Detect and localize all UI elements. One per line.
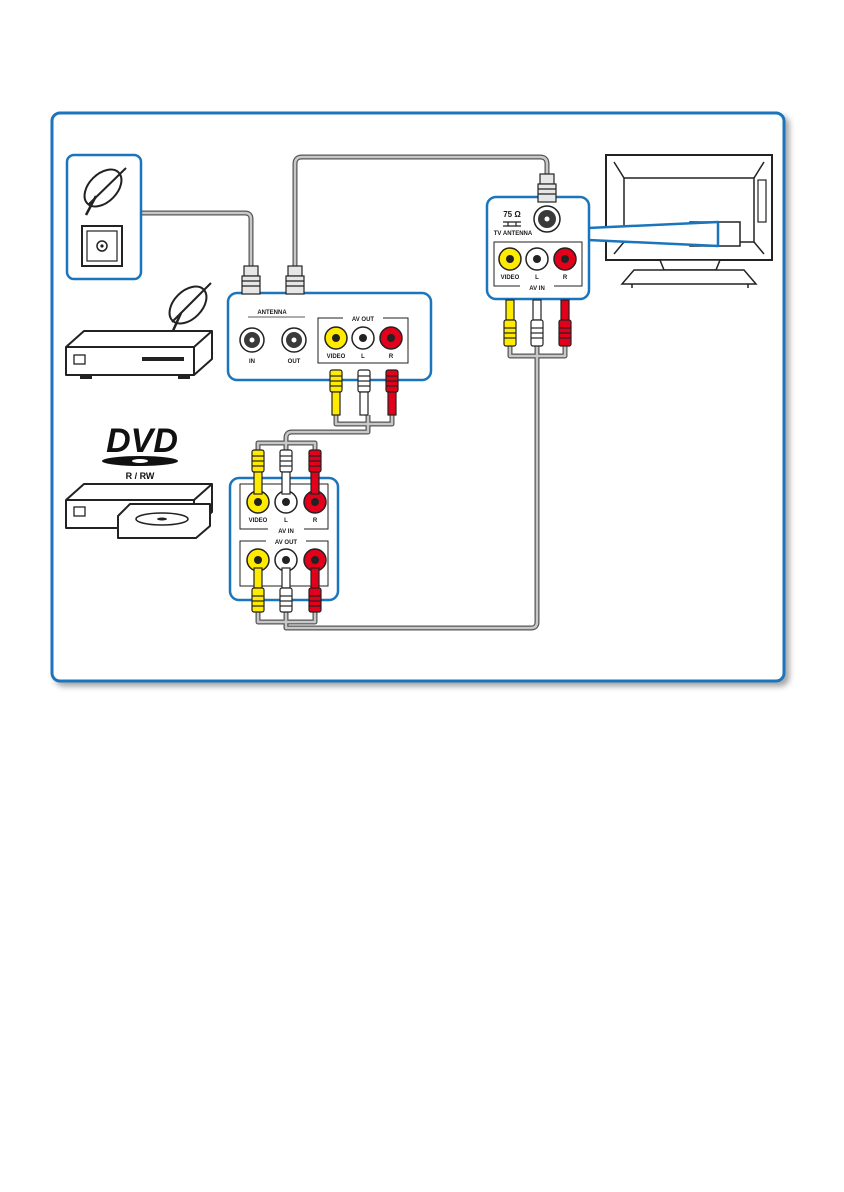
rca-plug-right — [386, 370, 398, 415]
sat-video-label: VIDEO — [327, 354, 346, 360]
tv-right-label: R — [563, 275, 568, 281]
rca-plug-tv-right — [559, 300, 571, 346]
dvd-logo-subtitle: R / RW — [126, 471, 155, 481]
antenna-wall-socket-icon — [82, 226, 122, 266]
rca-plug-dvd-out-left — [280, 568, 292, 612]
rca-plug-dvd-out-video — [252, 568, 264, 612]
sat-av-out-label: AV OUT — [352, 317, 375, 323]
dvd-in-right-label: R — [313, 518, 318, 524]
coax-plug-tv — [538, 174, 556, 202]
tv-impedance-label: 75 Ω — [503, 210, 521, 219]
dvd-in-left-label: L — [284, 518, 288, 524]
antenna-label: ANTENNA — [257, 310, 287, 316]
coax-plug-out — [286, 266, 304, 294]
dvd-av-in-label: AV IN — [278, 529, 294, 535]
rca-plug-left — [358, 370, 370, 415]
tv-panel: 75 Ω TV ANTENNA VIDEO L R AV IN — [487, 197, 589, 299]
rca-plug-dvd-out-right — [309, 568, 321, 612]
tv-antenna-label: TV ANTENNA — [494, 231, 533, 237]
dvd-av-out-label: AV OUT — [275, 540, 298, 546]
tv-left-label: L — [535, 275, 539, 281]
rca-plug-dvd-in-left — [280, 450, 292, 494]
rca-plug-dvd-in-right — [309, 450, 321, 494]
tv-av-in-label: AV IN — [529, 286, 545, 292]
dvd-in-video-label: VIDEO — [249, 518, 268, 524]
tv-video-label: VIDEO — [501, 275, 520, 281]
antenna-source — [67, 155, 141, 279]
antenna-in-label: IN — [249, 359, 255, 365]
rca-plug-video — [330, 370, 342, 415]
satellite-box-panel: ANTENNA IN OUT AV OUT VIDEO L R — [228, 293, 431, 380]
av-out-port-group: AV OUT VIDEO L R — [318, 314, 408, 363]
rca-plug-tv-left — [531, 300, 543, 346]
tv-av-in-group: VIDEO L R AV IN — [494, 242, 582, 292]
rca-plug-tv-video — [504, 300, 516, 346]
sat-right-label: R — [389, 354, 394, 360]
coax-plug-in — [242, 266, 260, 294]
rca-plug-dvd-in-video — [252, 450, 264, 494]
antenna-out-label: OUT — [288, 359, 301, 365]
dvd-logo-text: DVD — [106, 422, 178, 460]
sat-left-label: L — [361, 354, 365, 360]
